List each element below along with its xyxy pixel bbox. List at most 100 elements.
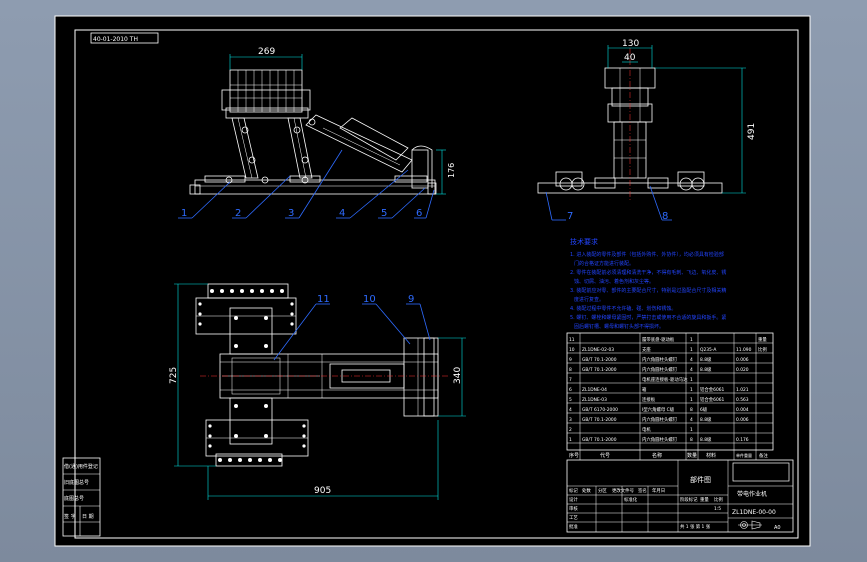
balloon-4[interactable]: 4 [339,208,345,219]
dim-height-small: 176 [447,163,456,178]
bom-row-1-qty: 1 [690,347,693,353]
sheet-format: A0 [774,525,781,531]
bom-row-7-mat: 6级 [700,406,708,413]
dim-top-width: 269 [258,47,275,57]
bom-row-7-wt: 0.004 [736,407,749,413]
assembly-label: 部件图 [690,475,711,484]
bom-row-6-code: ZL1DNE-03 [582,397,607,403]
bom-row-5-qty: 1 [690,387,693,393]
stamp-label-4: 日 期 [82,514,94,520]
bom-side-note-1: 比例 [758,346,767,353]
tech-note-line-1: 门的合格证方能进行装配。 [574,260,634,267]
bom-row-1-no: 10 [569,347,575,353]
tb-person-1: 审核 [569,505,578,512]
tb-person-2: 工艺 [569,515,578,521]
tb-row-label-1: 处数 [582,487,591,494]
bom-header-name: 名称 [652,452,662,459]
bom-row-8-name: 内六角圆柱头螺钉 [642,416,678,423]
bom-row-8-mat: 8.8级 [700,416,712,423]
balloon-9[interactable]: 9 [408,294,414,305]
bom-row-5-mat: 铝合金6061 [700,386,725,393]
side-leaders [545,185,672,221]
bom-row-10-no: 1 [569,437,572,443]
bom-row-2-no: 9 [569,357,572,363]
side-dims [607,45,746,194]
balloon-11[interactable]: 11 [317,294,330,305]
bom-header-mat: 材料 [706,452,716,459]
balloon-3[interactable]: 3 [288,208,294,219]
bom-row-2-mat: 8.8级 [700,356,712,363]
dim-plan-depth: 725 [169,367,179,384]
bom-row-0-no: 11 [569,337,575,343]
balloon-2[interactable]: 2 [235,208,241,219]
bom-row-6-no: 5 [569,397,572,403]
bom-row-6-wt: 0.563 [736,397,749,403]
bom-row-5-name: 箱 [642,386,647,393]
tb-label-std: 标准化 [624,496,638,503]
tech-note-line-5: 度进行复查。 [574,296,604,303]
tb-sheet-count: 共 1 张 第 1 张 [680,523,711,530]
bom-row-8-no: 3 [569,417,572,423]
stamp-label-3: 签 字 [64,513,76,520]
tech-note-line-4: 3. 装配前应对零、部件的主要配合尺寸，特别是过盈配合尺寸及相关精 [570,287,726,294]
bom-row-10-qty: 8 [690,437,693,443]
bom-row-8-qty: 4 [690,417,693,423]
bom-row-0-name: 履带底盘-驱动板 [642,336,675,343]
plan-dims [174,283,466,500]
tb-row-label-3: 更改文件号 [612,487,635,494]
bom-row-4-qty: 1 [690,377,693,383]
bom-table: 11 履带底盘-驱动板 1 10 ZL1DNE-02-03 支座 1 Q235-… [566,332,774,460]
bom-row-3-wt: 0.020 [736,367,749,373]
stamp-label-0: 借(通)用件登记 [64,463,98,470]
side-stamp-area: 借(通)用件登记 旧底图总号 底图总号 签 字 日 期 [62,457,101,537]
front-view [189,69,437,195]
bom-row-3-qty: 4 [690,367,693,373]
tb-label-scale: 比例 [714,496,723,503]
bom-row-2-code: GB/T 70.1-2000 [582,357,617,363]
bom-row-5-no: 6 [569,387,572,393]
balloon-6[interactable]: 6 [416,208,422,219]
tb-row-label-4: 签名 [638,487,647,494]
balloon-7[interactable]: 7 [567,211,573,222]
balloon-5[interactable]: 5 [381,208,387,219]
bom-header-wt: 单件重量 [736,452,752,458]
projection-symbol-icon [738,520,762,530]
tech-note-line-8: 固后螺钉槽、螺母和螺钉头部不得损坏。 [574,323,664,330]
bom-row-6-qty: 1 [690,397,693,403]
dim-side-outer: 130 [622,39,639,49]
bom-row-0-qty: 1 [690,337,693,343]
bom-row-9-name: 电机 [642,426,651,433]
bom-row-10-wt: 0.176 [736,437,749,443]
bom-row-6-mat: 铝合金6061 [700,396,725,403]
bom-row-1-mat: Q235-A [700,347,716,353]
tech-note-line-7: 5. 螺钉、螺栓和螺母紧固时，严禁打击或使用不合适的旋具和扳手。紧 [570,314,726,321]
balloon-10[interactable]: 10 [363,294,376,305]
dim-plan-length: 905 [314,486,331,496]
bom-row-9-qty: 1 [690,427,693,433]
tech-note-line-0: 1. 进入装配的零件及部件（包括外购件、外协件），均必须具有检验部 [570,251,724,258]
bom-header-no: 序号 [569,452,579,459]
bom-row-9-no: 2 [569,427,572,433]
balloon-1[interactable]: 1 [181,208,187,219]
bom-row-2-name: 内六角圆柱头螺钉 [642,356,678,363]
bom-row-4-name: 电机座连接板-驱动马达 [642,376,688,383]
tb-scale-value: 1:5 [714,506,721,512]
code-stamp-frame [90,32,159,44]
bom-row-10-mat: 8.8级 [700,436,712,443]
drawing-number: ZL1DNE-00-00 [732,509,776,516]
sheet-background [54,15,811,547]
bom-header-code: 代号 [600,452,610,459]
bom-row-3-code: GB/T 70.1-2000 [582,367,617,373]
title-block: 部件图 带电作业机 ZL1DNE-00-00 A0 标记 处数 分区 更改文件号… [566,336,794,533]
stamp-label-2: 底图总号 [64,495,84,502]
tb-person-0: 设计 [569,496,578,503]
plan-leaders [273,303,431,361]
balloon-8[interactable]: 8 [662,211,668,222]
plan-view [195,283,439,467]
tb-row-label-2: 分区 [598,487,607,494]
bom-row-3-name: 内六角圆柱头螺钉 [642,366,678,373]
bom-row-3-mat: 8.8级 [700,366,712,373]
tech-notes-title: 技术要求 [570,237,598,246]
bom-row-7-no: 4 [569,407,572,413]
